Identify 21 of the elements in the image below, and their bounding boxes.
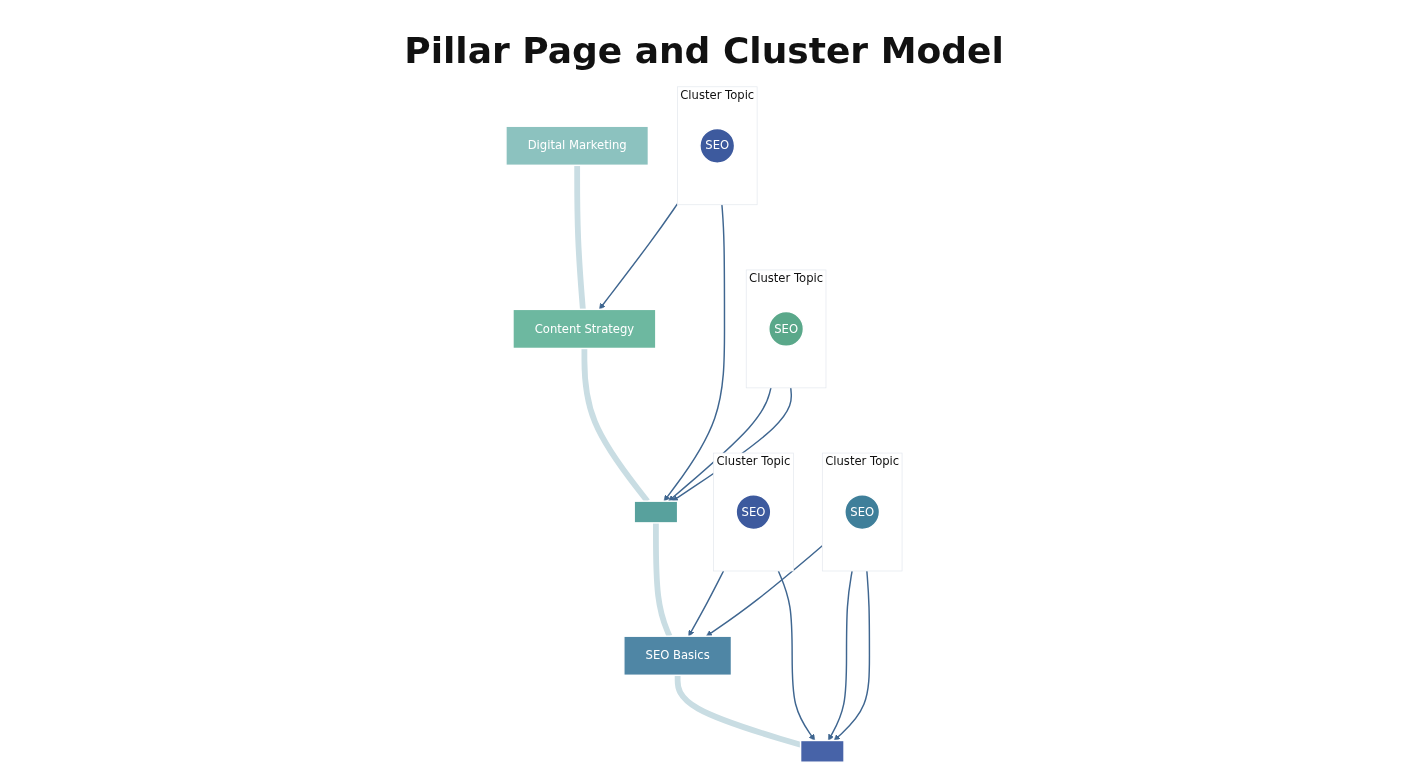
diagram-title: Pillar Page and Cluster Model xyxy=(404,30,1004,71)
node-box xyxy=(799,739,845,763)
connector xyxy=(581,348,650,503)
node-circle: SEO xyxy=(735,493,772,531)
node-circle: SEO xyxy=(844,493,881,531)
node-circle: SEO xyxy=(699,127,736,164)
arrow xyxy=(688,570,725,637)
arrow xyxy=(777,570,816,741)
node-box xyxy=(633,500,679,524)
arrow xyxy=(599,203,679,310)
arrow xyxy=(706,545,824,637)
connector xyxy=(574,165,586,310)
arrow xyxy=(833,570,871,741)
arrow xyxy=(828,570,853,741)
node-box: SEO Basics xyxy=(623,635,733,677)
node-box: Digital Marketing xyxy=(505,125,650,167)
arrow xyxy=(663,204,726,502)
node-box: Content Strategy xyxy=(512,308,657,350)
connector xyxy=(653,522,673,638)
node-circle: SEO xyxy=(768,310,805,347)
arrow xyxy=(668,387,772,502)
